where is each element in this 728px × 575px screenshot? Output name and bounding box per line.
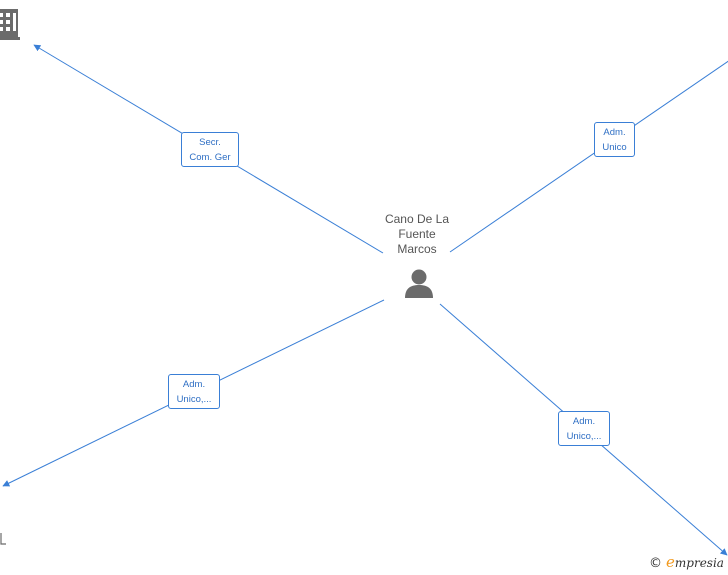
relation-label-line: Secr.	[199, 137, 221, 148]
relation-label-line: Com. Ger	[189, 152, 231, 163]
relation-label-top-left[interactable]: Secr. Com. Ger	[181, 132, 239, 167]
relation-label-top-right[interactable]: Adm. Unico	[594, 122, 635, 157]
edge-top-right	[449, 60, 728, 253]
relation-label-bottom-right[interactable]: Adm. Unico,...	[558, 411, 610, 446]
copyright-symbol: ©	[649, 556, 662, 571]
relation-label-line: Adm.	[603, 127, 626, 138]
relation-label-line: Adm.	[182, 379, 206, 390]
building-icon-partial[interactable]	[0, 533, 6, 545]
relation-label-line: Unico,...	[566, 431, 602, 442]
empresia-watermark: © empresia	[649, 553, 724, 571]
person-icon[interactable]	[403, 268, 435, 298]
relation-label-line: Unico,...	[176, 394, 212, 405]
relation-label-line: Unico	[602, 142, 627, 153]
person-name[interactable]: Cano De La Fuente Marcos	[370, 212, 464, 257]
building-icon[interactable]	[0, 7, 20, 41]
relation-label-line: Adm.	[572, 416, 596, 427]
relation-label-bottom-left[interactable]: Adm. Unico,...	[168, 374, 220, 409]
brand-name: mpresia	[674, 556, 724, 570]
person-name-line: Cano De La	[384, 212, 450, 226]
brand-initial: e	[666, 553, 675, 571]
person-name-line: Marcos	[397, 242, 437, 256]
person-name-line: Fuente	[398, 227, 436, 241]
